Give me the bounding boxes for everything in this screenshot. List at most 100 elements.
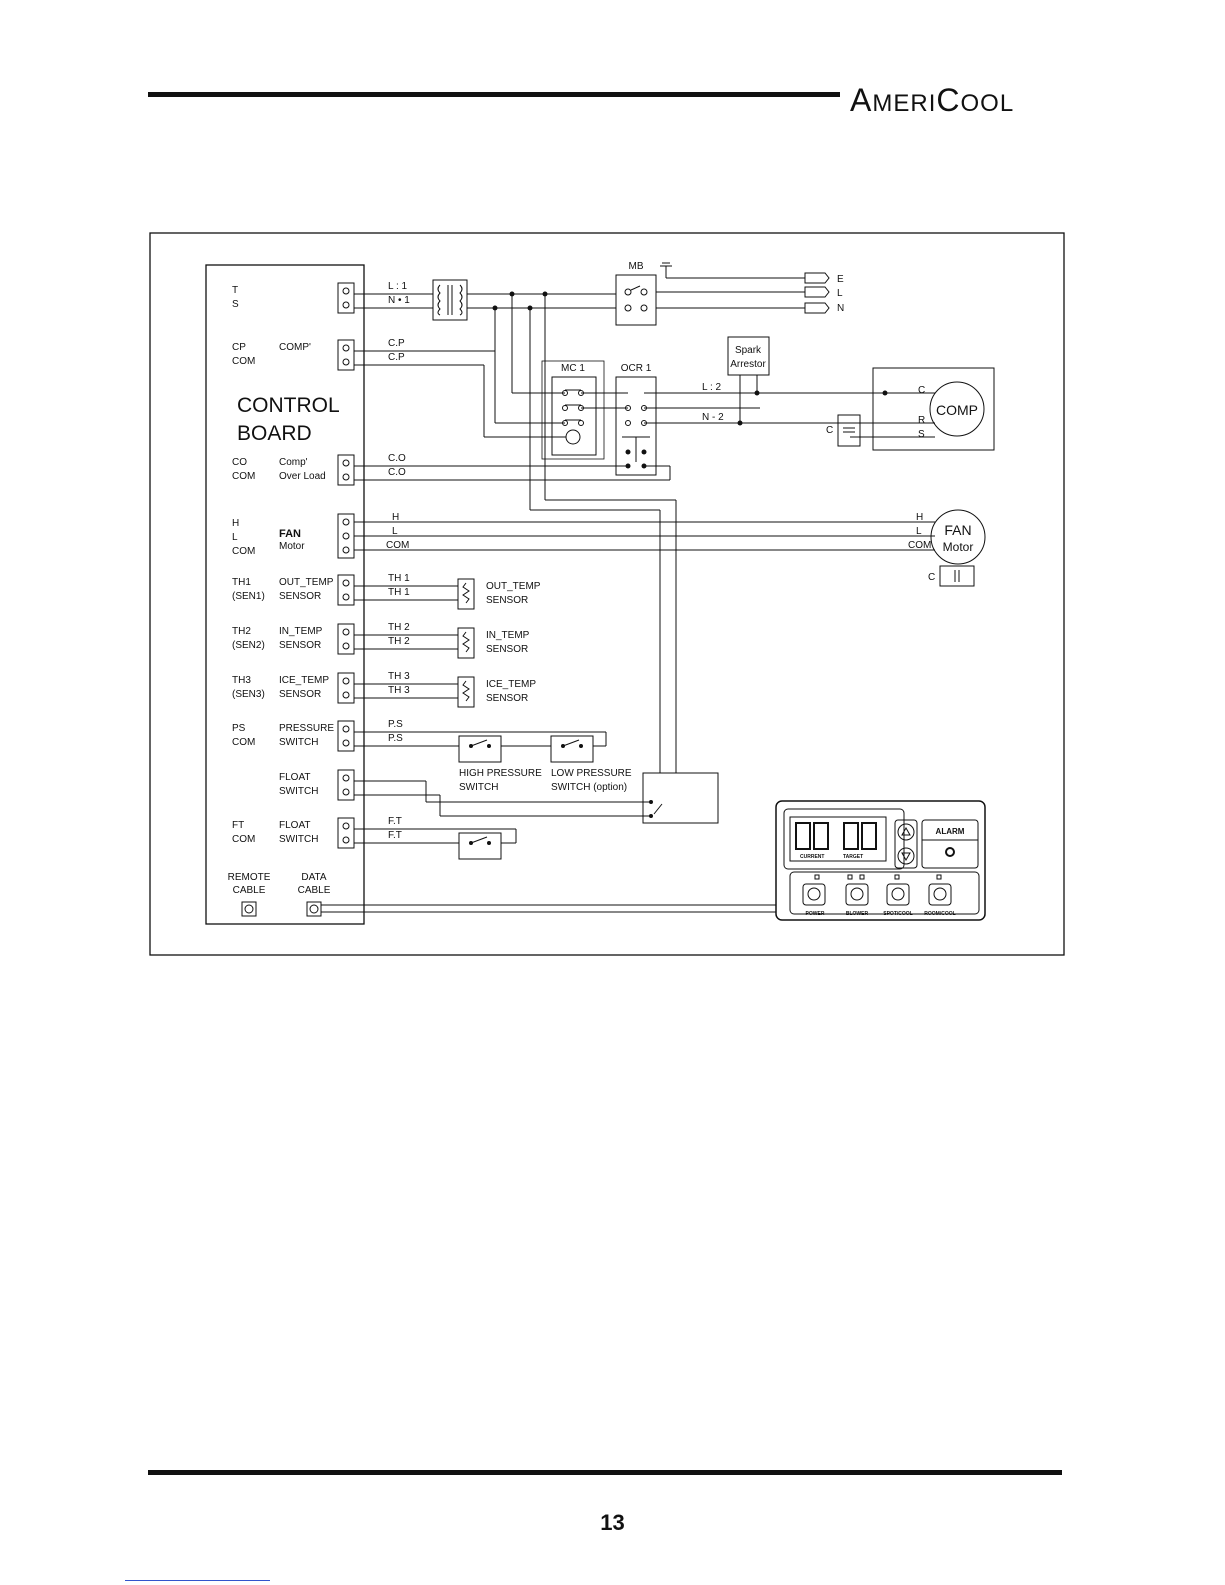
svg-text:SWITCH: SWITCH [279, 737, 318, 748]
header-rule [148, 92, 840, 97]
sensor-in-temp: IN_TEMP SENSOR [354, 627, 530, 659]
svg-text:CP: CP [232, 342, 246, 353]
svg-text:Motor: Motor [279, 541, 305, 552]
svg-text:TH 1: TH 1 [388, 587, 410, 598]
mc1-contactor [551, 376, 597, 456]
svg-text:L : 1: L : 1 [388, 281, 408, 292]
svg-text:FT: FT [232, 820, 244, 831]
link-underline [125, 1580, 270, 1581]
svg-text:C.O: C.O [388, 467, 406, 478]
svg-text:CABLE: CABLE [233, 885, 266, 896]
svg-text:S: S [232, 299, 239, 310]
svg-text:CURRENT: CURRENT [800, 854, 824, 860]
svg-text:N • 1: N • 1 [388, 295, 410, 306]
remote-control-panel: CURRENT TARGET ALARM POWER BLOWER SPOT/C… [775, 800, 986, 921]
diagram-frame [149, 232, 1065, 956]
svg-text:PS: PS [232, 723, 246, 734]
svg-text:FLOAT: FLOAT [279, 772, 310, 783]
svg-text:L: L [916, 526, 922, 537]
svg-text:P.S: P.S [388, 719, 403, 730]
compressor-box [872, 367, 995, 451]
svg-text:COM: COM [386, 540, 409, 551]
svg-text:(SEN1): (SEN1) [232, 591, 265, 602]
svg-text:COM: COM [232, 471, 255, 482]
svg-text:POWER: POWER [806, 911, 825, 917]
svg-text:Spark: Spark [735, 345, 762, 356]
svg-text:CO: CO [232, 457, 247, 468]
remote-cable-port [241, 901, 257, 917]
svg-text:MB: MB [629, 261, 644, 272]
svg-text:S: S [918, 429, 925, 440]
svg-text:Over Load: Over Load [279, 471, 326, 482]
svg-text:TH 1: TH 1 [388, 573, 410, 584]
svg-text:PRESSURE: PRESSURE [279, 723, 334, 734]
spark-arrestor [727, 336, 770, 376]
data-cable-port [306, 901, 322, 917]
sensor-ice-temp: ICE_TEMP SENSOR [354, 676, 536, 708]
svg-text:Motor: Motor [943, 540, 974, 554]
fan-row: H L COM FAN Motor H L COM [232, 512, 935, 559]
svg-text:FAN: FAN [944, 522, 971, 538]
fan-motor [930, 509, 986, 565]
svg-text:E: E [837, 274, 844, 285]
svg-text:MC 1: MC 1 [561, 363, 585, 374]
svg-text:N - 2: N - 2 [702, 412, 724, 423]
footer-rule [148, 1470, 1062, 1475]
svg-text:OUT_TEMP: OUT_TEMP [279, 577, 334, 588]
svg-text:L: L [232, 532, 238, 543]
terminal-row: TS L : 1 N • 1 [232, 281, 410, 314]
svg-text:SENSOR: SENSOR [486, 595, 528, 606]
svg-text:SENSOR: SENSOR [486, 644, 528, 655]
ocr1-overload [615, 376, 657, 476]
float-relay [642, 772, 719, 824]
svg-text:TH3: TH3 [232, 675, 251, 686]
svg-text:C.O: C.O [388, 453, 406, 464]
main-breaker [615, 274, 657, 326]
svg-text:SPOT/COOL: SPOT/COOL [883, 911, 912, 917]
svg-text:H: H [392, 512, 399, 523]
svg-text:COMP: COMP [936, 402, 978, 418]
pressure-switches: HIGH PRESSURE SWITCH LOW PRESSURE SWITCH… [354, 731, 632, 793]
svg-text:REMOTE: REMOTE [228, 872, 271, 883]
svg-text:C: C [826, 425, 833, 436]
svg-text:ALARM: ALARM [936, 827, 965, 836]
svg-text:OCR 1: OCR 1 [621, 363, 652, 374]
svg-text:L: L [837, 288, 843, 299]
svg-text:SENSOR: SENSOR [279, 640, 321, 651]
svg-text:FAN: FAN [279, 528, 301, 540]
svg-text:SENSOR: SENSOR [486, 693, 528, 704]
svg-text:T: T [232, 285, 238, 296]
svg-text:SWITCH: SWITCH [459, 782, 498, 793]
svg-text:SENSOR: SENSOR [279, 591, 321, 602]
comp-capacitor [837, 414, 861, 447]
svg-text:SWITCH: SWITCH [279, 834, 318, 845]
svg-text:SWITCH (option): SWITCH (option) [551, 782, 627, 793]
svg-text:TH 2: TH 2 [388, 636, 410, 647]
svg-text:H: H [916, 512, 923, 523]
transformer [432, 279, 468, 321]
svg-text:COM: COM [232, 546, 255, 557]
svg-text:(SEN3): (SEN3) [232, 689, 265, 700]
svg-text:L: L [392, 526, 398, 537]
svg-text:OUT_TEMP: OUT_TEMP [486, 581, 541, 592]
svg-text:IN_TEMP: IN_TEMP [486, 630, 530, 641]
svg-text:ICE_TEMP: ICE_TEMP [279, 675, 329, 686]
svg-text:F.T: F.T [388, 830, 402, 841]
svg-text:DATA: DATA [301, 872, 327, 883]
float-switch-ft [354, 828, 517, 860]
svg-text:TH 3: TH 3 [388, 685, 410, 696]
svg-text:F.T: F.T [388, 816, 402, 827]
cable-ports: REMOTE CABLE DATA CABLE [228, 872, 776, 917]
svg-text:COMP': COMP' [279, 342, 311, 353]
svg-text:IN_TEMP: IN_TEMP [279, 626, 323, 637]
svg-text:TH 2: TH 2 [388, 622, 410, 633]
svg-text:COM: COM [232, 834, 255, 845]
compressor [929, 381, 985, 437]
svg-text:C.P: C.P [388, 338, 405, 349]
